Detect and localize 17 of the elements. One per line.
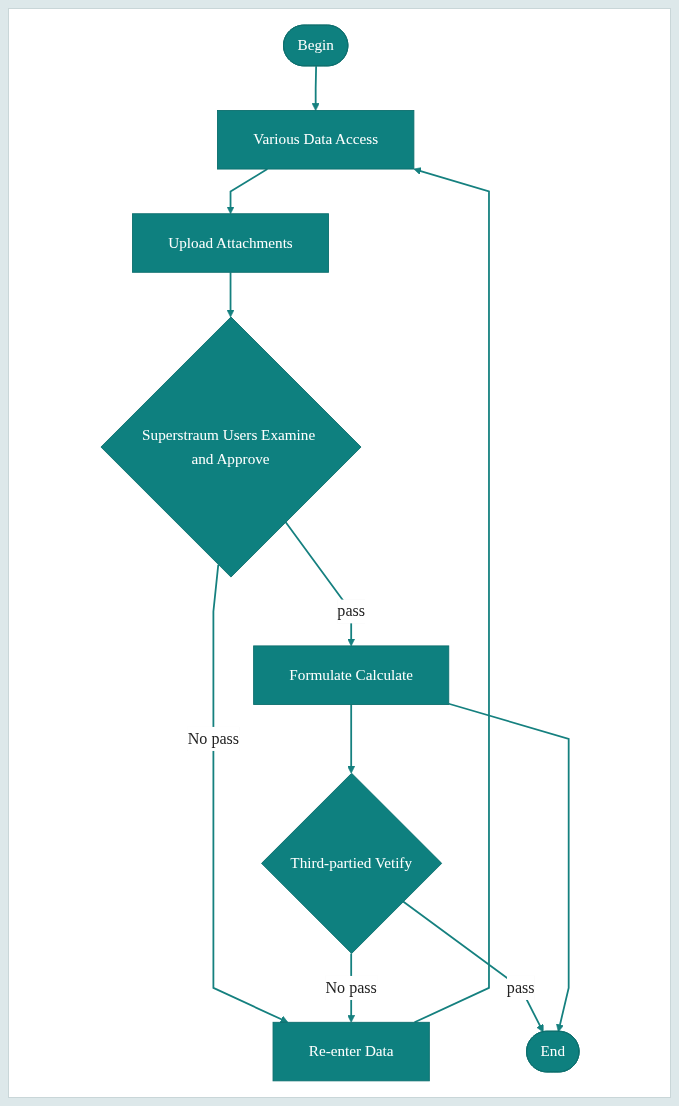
arrow bbox=[401, 900, 544, 1033]
edge-label: pass bbox=[506, 978, 535, 997]
node-box: Re-enter Data bbox=[272, 1021, 430, 1082]
arrow bbox=[413, 167, 490, 1024]
arrow bbox=[346, 703, 355, 774]
edge-label: pass bbox=[336, 602, 365, 620]
node-box: Upload Attachments bbox=[131, 213, 329, 273]
node-box: Formulate Calculate bbox=[252, 645, 449, 705]
arrow bbox=[311, 65, 320, 111]
node-box: Various Data Access bbox=[216, 110, 414, 170]
edge-label: No pass bbox=[187, 729, 239, 748]
node-diamond: Third-partied Vetify bbox=[260, 772, 442, 954]
arrow bbox=[226, 271, 234, 318]
arrow bbox=[226, 168, 268, 215]
arrow bbox=[447, 702, 570, 1033]
edge-label: No pass bbox=[324, 978, 377, 997]
node-diamond: Superstraum Users Examine and Approve bbox=[100, 316, 361, 578]
